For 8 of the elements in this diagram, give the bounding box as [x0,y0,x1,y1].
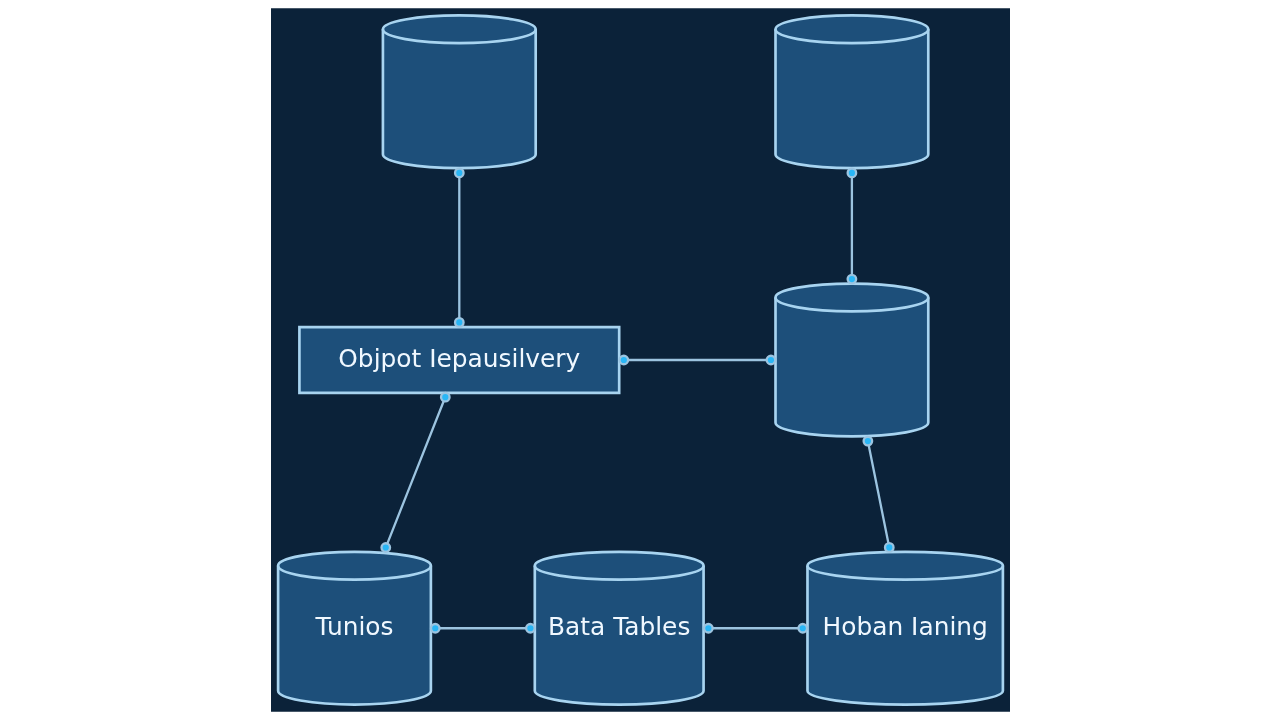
connector [379,391,451,553]
connector [845,167,857,285]
connector [453,167,465,328]
connector [861,435,895,553]
node-box: Objpot Iepausilvery [297,325,620,395]
connector [429,622,536,634]
connector [617,354,776,366]
connector [702,622,808,634]
